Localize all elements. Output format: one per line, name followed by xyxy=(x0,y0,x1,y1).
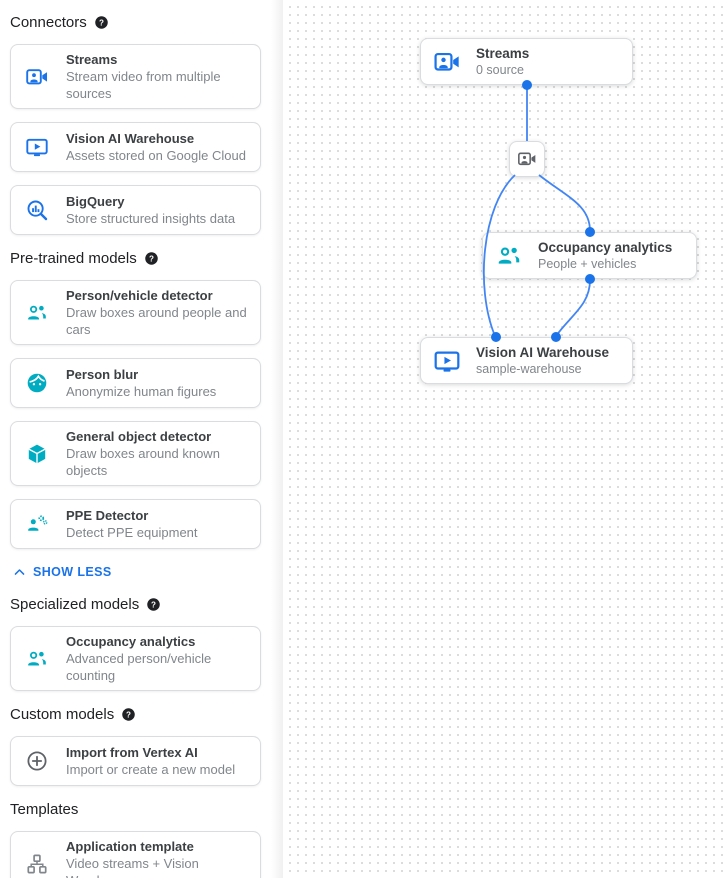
card-subtitle: Import or create a new model xyxy=(66,762,236,777)
person-gear-icon xyxy=(25,512,49,536)
video-camera-icon xyxy=(518,152,537,166)
sidebar-divider-shadow xyxy=(271,0,283,878)
card-person-vehicle-detector[interactable]: Person/vehicle detector Draw boxes aroun… xyxy=(10,280,261,345)
show-less-label: SHOW LESS xyxy=(33,565,112,579)
help-icon[interactable] xyxy=(121,707,136,722)
section-header-connectors: Connectors xyxy=(10,12,283,32)
card-title: Vision AI Warehouse xyxy=(66,131,195,146)
tree-icon xyxy=(25,852,49,876)
card-title: General object detector xyxy=(66,429,212,444)
bigquery-search-icon xyxy=(25,198,49,222)
graph-node-streams[interactable]: Streams 0 source xyxy=(420,38,633,85)
card-vision-ai-warehouse[interactable]: Vision AI Warehouse Assets stored on Goo… xyxy=(10,122,261,172)
help-icon[interactable] xyxy=(146,597,161,612)
card-streams[interactable]: Streams Stream video from multiple sourc… xyxy=(10,44,261,109)
card-application-template[interactable]: Application template Video streams + Vis… xyxy=(10,831,261,878)
card-subtitle: Stream video from multiple sources xyxy=(66,69,221,101)
help-icon[interactable] xyxy=(94,15,109,30)
card-general-object-detector[interactable]: General object detector Draw boxes aroun… xyxy=(10,421,261,486)
section-header-specialized-models: Specialized models xyxy=(10,594,283,614)
video-camera-icon xyxy=(433,48,461,76)
smart-display-icon xyxy=(433,347,461,375)
card-person-blur[interactable]: Person blur Anonymize human figures xyxy=(10,358,261,408)
section-header-pretrained-models: Pre-trained models xyxy=(10,248,283,268)
card-occupancy-analytics[interactable]: Occupancy analytics Advanced person/vehi… xyxy=(10,626,261,691)
people-icon xyxy=(495,242,523,270)
card-title: PPE Detector xyxy=(66,508,149,523)
graph-node-occupancy-analytics[interactable]: Occupancy analytics People + vehicles xyxy=(482,232,697,279)
card-subtitle: Video streams + Vision Warehouse xyxy=(66,856,199,878)
node-title: Streams xyxy=(476,46,530,61)
face-icon xyxy=(25,371,49,395)
people-icon xyxy=(25,647,49,671)
card-title: Application template xyxy=(66,839,194,854)
graph-node-stream-source-badge[interactable] xyxy=(509,141,545,177)
smart-display-icon xyxy=(25,135,49,159)
node-subtitle: People + vehicles xyxy=(538,257,637,271)
node-subtitle: sample-warehouse xyxy=(476,362,582,376)
section-header-templates: Templates xyxy=(10,799,283,819)
graph-canvas[interactable]: Streams 0 source Occupancy analytics Peo… xyxy=(283,0,725,878)
section-title: Templates xyxy=(10,800,79,818)
people-icon xyxy=(25,301,49,325)
edge-badge-to-occupancy xyxy=(538,174,591,232)
card-subtitle: Assets stored on Google Cloud xyxy=(66,148,246,163)
card-subtitle: Advanced person/vehicle counting xyxy=(66,651,212,683)
node-title: Occupancy analytics xyxy=(538,240,673,255)
show-less-button[interactable]: SHOW LESS xyxy=(12,562,283,582)
card-import-from-vertex-ai[interactable]: Import from Vertex AI Import or create a… xyxy=(10,736,261,786)
section-title: Pre-trained models xyxy=(10,249,137,267)
card-title: BigQuery xyxy=(66,194,125,209)
card-subtitle: Draw boxes around people and cars xyxy=(66,305,247,337)
edge-occupancy-to-warehouse xyxy=(555,279,591,337)
card-subtitle: Detect PPE equipment xyxy=(66,525,198,540)
card-title: Occupancy analytics xyxy=(66,634,196,649)
card-subtitle: Anonymize human figures xyxy=(66,384,217,399)
card-title: Person/vehicle detector xyxy=(66,288,213,303)
node-title: Vision AI Warehouse xyxy=(476,345,610,360)
chevron-up-icon xyxy=(14,568,25,575)
card-title: Import from Vertex AI xyxy=(66,745,198,760)
node-subtitle: 0 source xyxy=(476,63,524,77)
help-icon[interactable] xyxy=(144,251,159,266)
section-title: Custom models xyxy=(10,705,115,723)
graph-node-vision-ai-warehouse[interactable]: Vision AI Warehouse sample-warehouse xyxy=(420,337,633,384)
video-camera-icon xyxy=(25,65,49,89)
section-title: Connectors xyxy=(10,13,87,31)
section-header-custom-models: Custom models xyxy=(10,704,283,724)
card-subtitle: Draw boxes around known objects xyxy=(66,446,220,478)
add-circle-icon xyxy=(25,749,49,773)
card-ppe-detector[interactable]: PPE Detector Detect PPE equipment xyxy=(10,499,261,549)
card-subtitle: Store structured insights data xyxy=(66,211,236,226)
card-bigquery[interactable]: BigQuery Store structured insights data xyxy=(10,185,261,235)
section-title: Specialized models xyxy=(10,595,140,613)
cube-icon xyxy=(25,442,49,466)
card-title: Streams xyxy=(66,52,118,67)
card-title: Person blur xyxy=(66,367,139,382)
component-palette-sidebar: Connectors Streams Stream video from mul… xyxy=(0,0,283,878)
graph-edges-layer xyxy=(482,80,595,342)
